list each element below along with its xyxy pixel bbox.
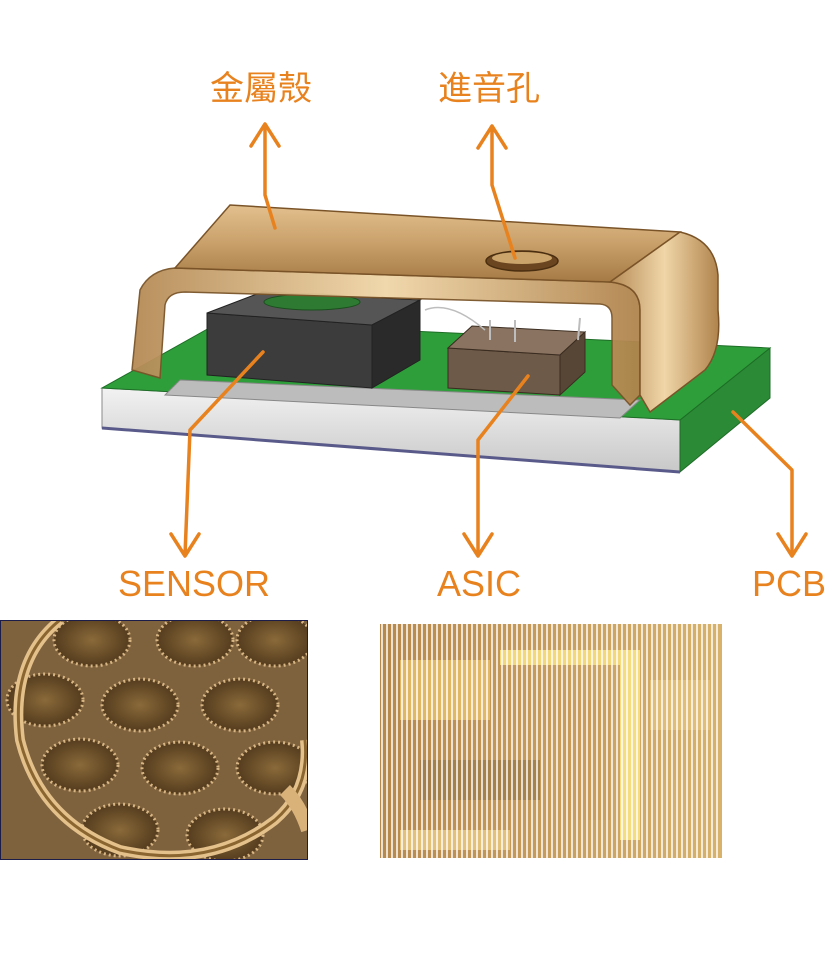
arrowhead-metal-shell: [249, 122, 281, 148]
callout-arrows: [169, 122, 808, 558]
label-sensor: SENSOR: [118, 563, 271, 604]
arrowhead-pcb: [776, 532, 808, 558]
label-pcb: PCB: [752, 563, 827, 604]
arrow-pcb: [731, 410, 794, 557]
arrowhead-sound-hole: [476, 124, 508, 150]
sensor-block: [206, 312, 373, 389]
arrow-metal-shell: [263, 123, 277, 230]
arrow-sound-hole: [490, 126, 517, 260]
label-asic: ASIC: [437, 563, 522, 604]
arrowhead-asic: [462, 532, 494, 558]
label-metal-shell: 金屬殼: [210, 69, 312, 109]
arrowhead-sensor: [169, 532, 201, 558]
label-sound-hole: 進音孔: [438, 69, 540, 109]
sensor-micrograph: [0, 620, 308, 860]
arrow-sensor: [183, 350, 265, 557]
asic-block: [447, 347, 561, 396]
mems-package: [100, 204, 772, 474]
asic-micrograph: [380, 624, 722, 858]
arrow-asic: [476, 374, 530, 557]
